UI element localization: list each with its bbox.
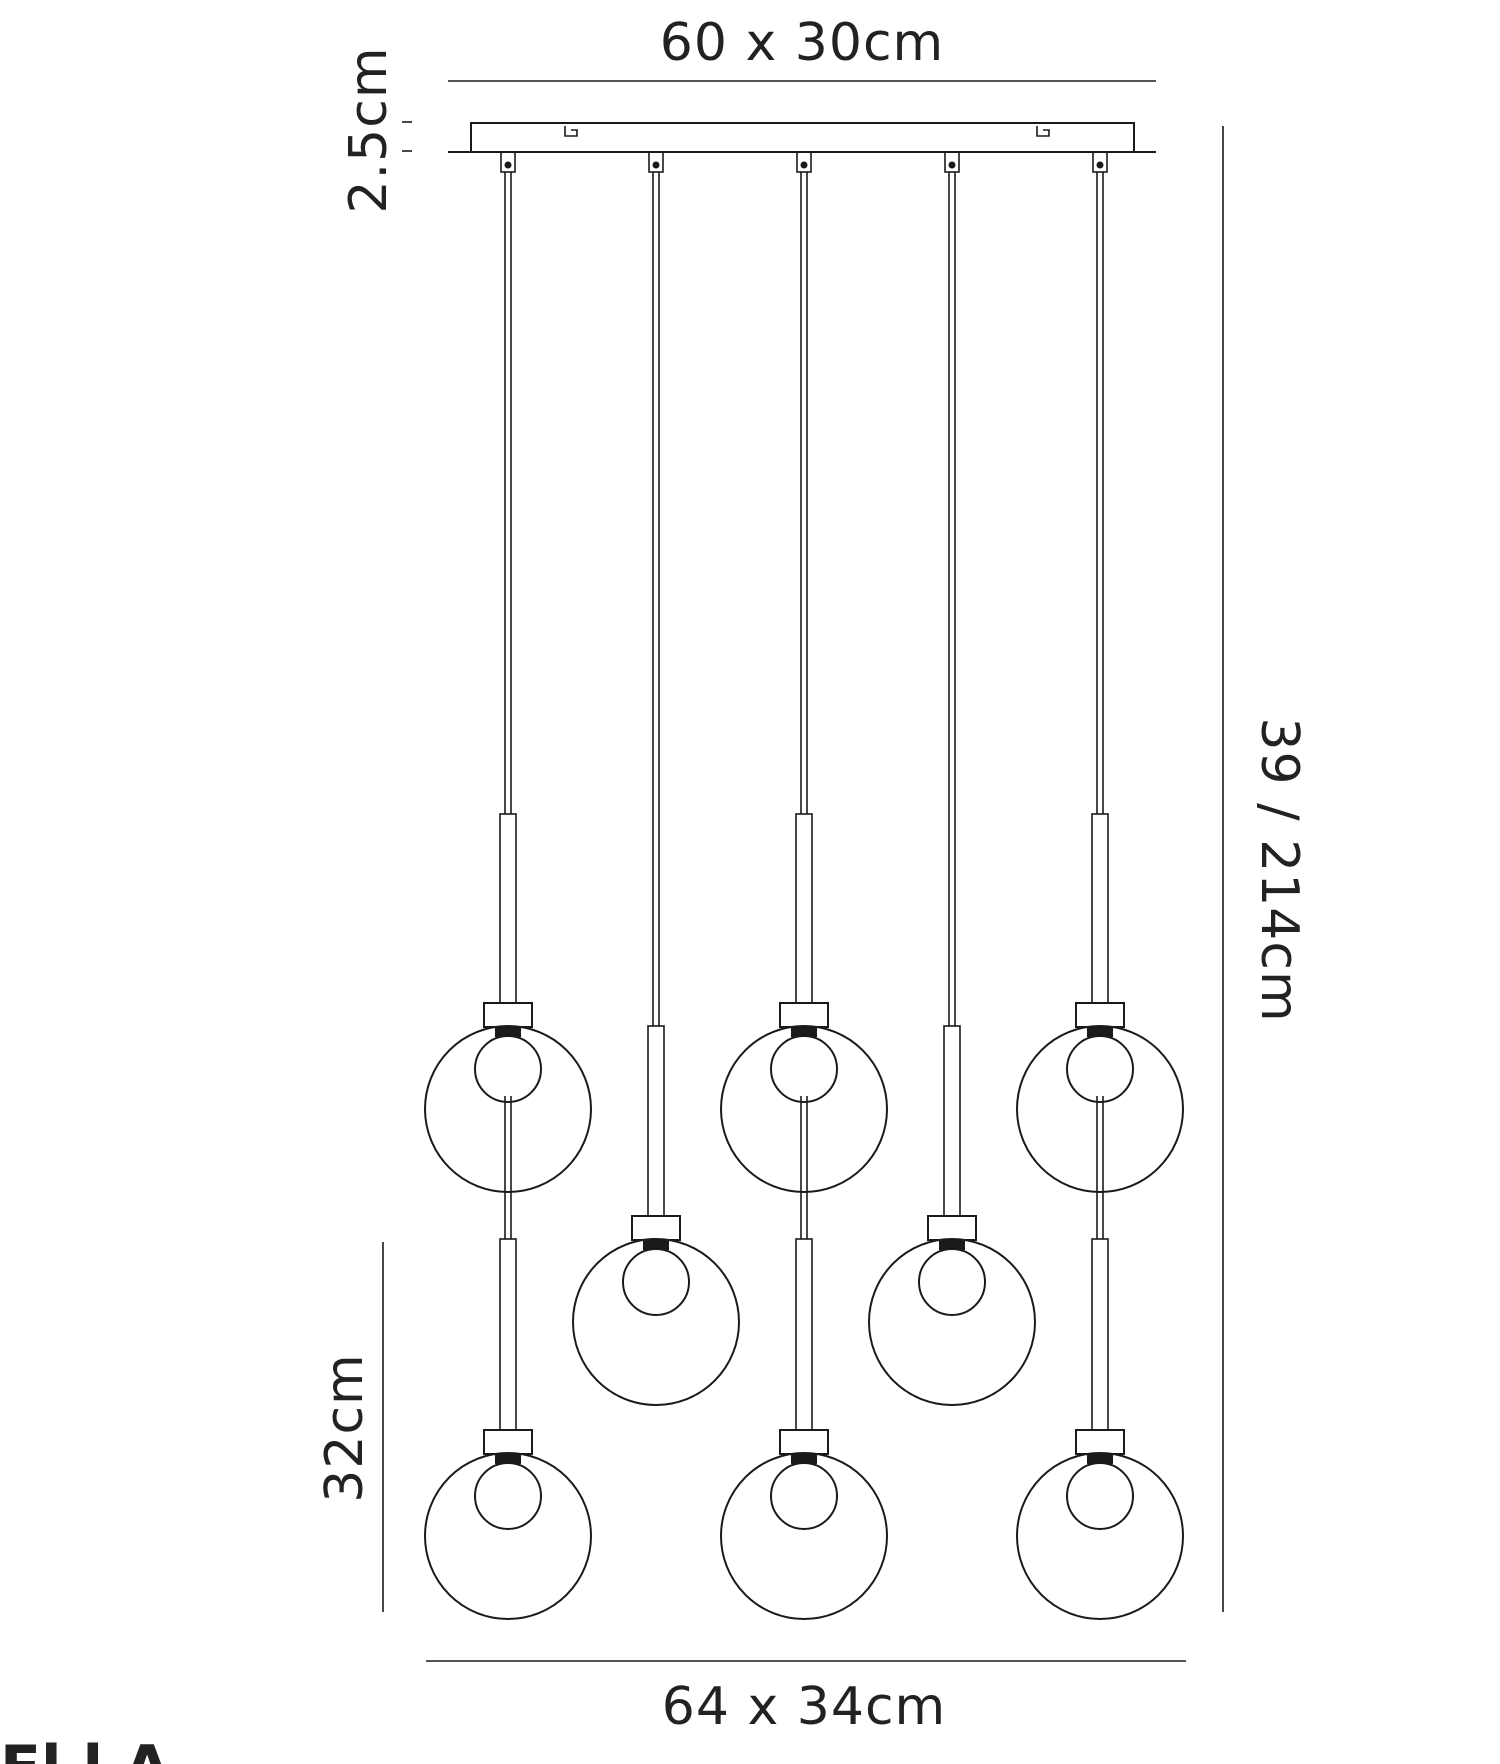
pendant-collar xyxy=(1075,1002,1125,1028)
cable-anchor xyxy=(796,151,812,173)
pendant-rod xyxy=(795,813,813,1004)
lamp-cap xyxy=(939,1240,965,1250)
anchor-screw xyxy=(800,161,808,169)
glass-globe xyxy=(572,1238,740,1406)
glass-globe xyxy=(720,1025,888,1193)
pendant-collar xyxy=(927,1215,977,1241)
anchor-screw xyxy=(504,161,512,169)
anchor-screw xyxy=(652,161,660,169)
inner-bulb xyxy=(474,1035,542,1103)
pendant-collar xyxy=(483,1002,533,1028)
glass-globe xyxy=(720,1452,888,1620)
pendant-collar xyxy=(483,1429,533,1455)
cable-anchor xyxy=(500,151,516,173)
inner-bulb xyxy=(770,1035,838,1103)
lamp-cap xyxy=(1087,1454,1113,1464)
lamp-cap xyxy=(495,1454,521,1464)
shade-height-dimension: 32cm xyxy=(315,1242,384,1612)
lamp-cap xyxy=(1087,1027,1113,1037)
lamp-cap xyxy=(791,1027,817,1037)
pendant-rod xyxy=(499,813,517,1004)
inner-bulb xyxy=(1066,1462,1134,1530)
pendant-collar xyxy=(779,1429,829,1455)
inner-bulb xyxy=(622,1248,690,1316)
pendant-rod xyxy=(795,1238,813,1431)
glass-globe xyxy=(1016,1452,1184,1620)
inner-bulb xyxy=(918,1248,986,1316)
lamp-cap xyxy=(643,1240,669,1250)
shade-height-label: 32cm xyxy=(315,1353,375,1502)
bottom-width-dimension: 64 x 34cm xyxy=(426,1660,1186,1737)
anchor-screw xyxy=(948,161,956,169)
anchor-screw xyxy=(1096,161,1104,169)
pendant-rod xyxy=(943,1025,961,1217)
top-width-dimension: 60 x 30cm xyxy=(448,13,1156,82)
glass-globe xyxy=(424,1452,592,1620)
total-height-dimension: 39 / 214cm xyxy=(1222,126,1309,1612)
inner-bulb xyxy=(1066,1035,1134,1103)
cable-anchor xyxy=(648,151,664,173)
bottom-width-label: 64 x 34cm xyxy=(662,1677,946,1737)
pendant-collar xyxy=(1075,1429,1125,1455)
pendant-array xyxy=(424,151,1184,1620)
mounting-bracket-left xyxy=(564,126,578,137)
pendant-rod xyxy=(499,1238,517,1431)
canopy-plate xyxy=(470,122,1135,153)
pendant-collar xyxy=(631,1215,681,1241)
inner-bulb xyxy=(474,1462,542,1530)
ceiling-canopy xyxy=(448,122,1156,153)
glass-globe xyxy=(1016,1025,1184,1193)
pendant-rod xyxy=(1091,813,1109,1004)
total-height-label: 39 / 214cm xyxy=(1249,717,1309,1022)
canopy-height-label: 2.5cm xyxy=(339,47,399,214)
pendant-rod xyxy=(1091,1238,1109,1431)
inner-bulb xyxy=(770,1462,838,1530)
pendant-collar xyxy=(779,1002,829,1028)
lamp-cap xyxy=(791,1454,817,1464)
pendant-rod xyxy=(647,1025,665,1217)
top-width-label: 60 x 30cm xyxy=(660,13,944,73)
lamp-cap xyxy=(495,1027,521,1037)
glass-globe xyxy=(868,1238,1036,1406)
glass-globe xyxy=(424,1025,592,1193)
cable-anchor xyxy=(944,151,960,173)
cable-anchor xyxy=(1092,151,1108,173)
mounting-bracket-right xyxy=(1036,126,1050,137)
footer-partial-text: El l A xyxy=(0,1733,171,1764)
canopy-height-dimension: 2.5cm xyxy=(339,47,412,214)
